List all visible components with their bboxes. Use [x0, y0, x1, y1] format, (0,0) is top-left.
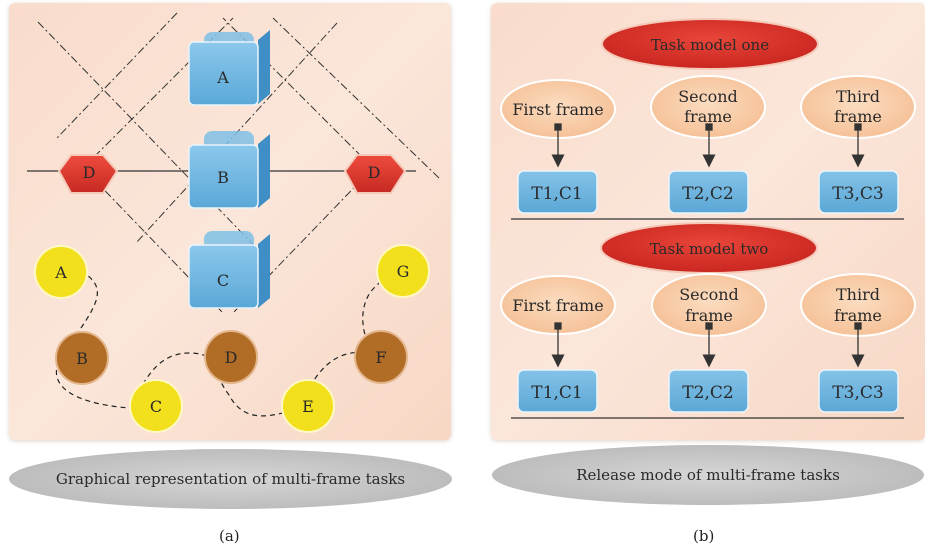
frame-label: frame [834, 306, 882, 325]
hexagon-d-left: D [57, 154, 119, 194]
node-label: A [54, 263, 67, 282]
arrow-source [705, 123, 713, 131]
cube-a: A [188, 30, 270, 106]
frame-label: Third [836, 87, 880, 106]
panel-b: Task model one First frame Second frame … [491, 3, 925, 440]
subfigure-label-a: (a) [219, 527, 240, 545]
node-e: E [281, 379, 335, 433]
frame-label: Second [678, 87, 738, 106]
cube-c: C [188, 231, 270, 309]
frame-label: frame [684, 107, 732, 126]
arrow-source [854, 123, 862, 131]
frame-label: First frame [512, 100, 603, 119]
model-title: Task model one [651, 36, 769, 54]
diagonal-line [56, 12, 178, 139]
task-box [517, 170, 598, 214]
frame-label: Third [836, 285, 880, 304]
task-box [668, 369, 749, 413]
task-box [668, 170, 749, 214]
frame-label: frame [685, 306, 733, 325]
task-label: T3,C3 [832, 383, 883, 403]
frame-label: frame [834, 107, 882, 126]
panel-a-diagram: A B C D D A [27, 12, 440, 433]
task-model-one: Task model one First frame Second frame … [500, 18, 916, 220]
task-label: T1,C1 [531, 383, 582, 403]
subfigure-label-b: (b) [693, 527, 715, 545]
node-d: D [204, 330, 258, 384]
caption-b: Release mode of multi-frame tasks [492, 445, 924, 505]
panel-b-diagram: Task model one First frame Second frame … [500, 18, 916, 419]
panel-a: A B C D D A [9, 3, 451, 440]
model-title: Task model two [650, 240, 769, 258]
node-label: B [76, 349, 88, 368]
node-label: F [375, 348, 386, 367]
diagonal-line [37, 21, 272, 264]
task-label: T2,C2 [682, 383, 733, 403]
task-label: T2,C2 [682, 184, 733, 204]
hexagon-label: D [368, 163, 381, 182]
arrow-source [554, 123, 562, 131]
caption-a: Graphical representation of multi-frame … [9, 449, 452, 509]
frame-ellipse [650, 75, 766, 139]
task-box [818, 170, 899, 214]
arrow-source [705, 322, 713, 330]
node-label: C [150, 397, 162, 416]
task-box [818, 369, 899, 413]
cube-label: A [216, 68, 229, 87]
node-c: C [129, 379, 183, 433]
node-label: D [225, 348, 238, 367]
task-model-two: Task model two First frame Second frame … [500, 222, 916, 419]
diagonal-line [272, 17, 440, 179]
cube-label: C [217, 271, 229, 290]
arrow-source [554, 322, 562, 330]
node-g: G [376, 244, 430, 298]
arrow-source [854, 322, 862, 330]
arrows [551, 322, 865, 368]
node-a: A [34, 245, 88, 299]
frame-label: Second [679, 285, 739, 304]
node-f: F [354, 330, 408, 384]
node-label: E [302, 397, 314, 416]
task-box [517, 369, 598, 413]
node-b: B [55, 331, 109, 385]
node-label: G [397, 262, 410, 281]
model-title-ellipse [601, 18, 819, 70]
hexagon-label: D [83, 163, 96, 182]
frame-label: First frame [512, 296, 603, 315]
task-label: T1,C1 [531, 184, 582, 204]
hexagon-d-right: D [343, 154, 407, 194]
cube-label: B [217, 168, 229, 187]
cube-b: B [188, 131, 270, 209]
arrows [551, 123, 865, 168]
task-label: T3,C3 [832, 184, 883, 204]
